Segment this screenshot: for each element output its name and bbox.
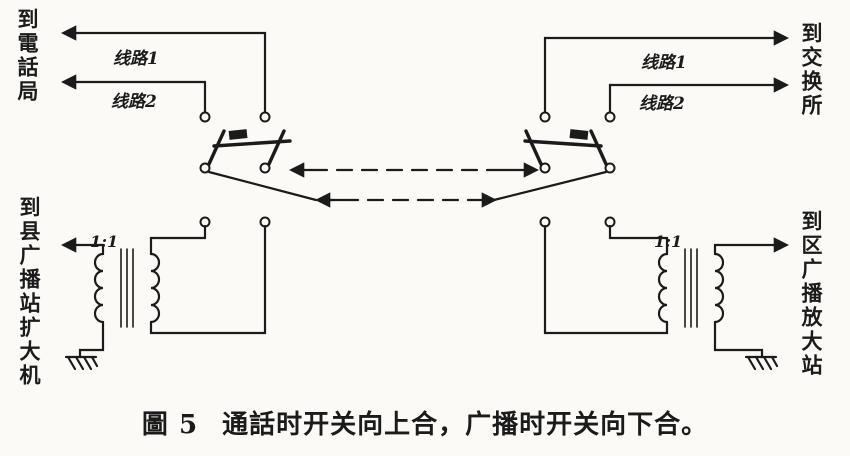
left-ground-icon [64, 355, 99, 371]
right-transformer-wiring [543, 224, 790, 359]
label-left-transformer-ratio: 1:1 [90, 232, 119, 251]
right-ground-icon [744, 355, 779, 371]
left-telephone-lines [60, 25, 267, 115]
figure-caption: 圖 5 通話时开关向上合，广播时开关向下合。 [0, 404, 850, 441]
figure-number: 圖 5 [141, 410, 199, 440]
right-switch [523, 111, 616, 228]
left-switch [199, 111, 292, 228]
label-to-telephone-office: 到電話局 [15, 8, 41, 104]
left-transformer [93, 248, 161, 328]
right-transformer [657, 248, 725, 328]
label-to-county-broadcast-amplifier: 到县广播站扩大机 [17, 196, 43, 388]
label-right-line1: 线路1 [641, 53, 687, 73]
switch-handle-icon [228, 129, 248, 140]
label-left-line2: 线路2 [111, 92, 157, 112]
label-to-district-broadcast-station: 到区广播放大站 [799, 210, 825, 378]
label-right-transformer-ratio: 1:1 [654, 232, 683, 251]
right-telephone-lines [543, 30, 790, 115]
label-left-line1: 线路1 [113, 49, 159, 69]
label-to-exchange-office: 到交换所 [799, 22, 825, 118]
caption-text: 通話时开关向上合，广播时开关向下合。 [222, 410, 709, 440]
transmission-line [207, 162, 608, 208]
circuit-diagram [60, 25, 790, 371]
label-right-line2: 线路2 [639, 94, 685, 114]
left-transformer-wiring [60, 224, 267, 359]
switch-handle-icon [569, 129, 589, 140]
